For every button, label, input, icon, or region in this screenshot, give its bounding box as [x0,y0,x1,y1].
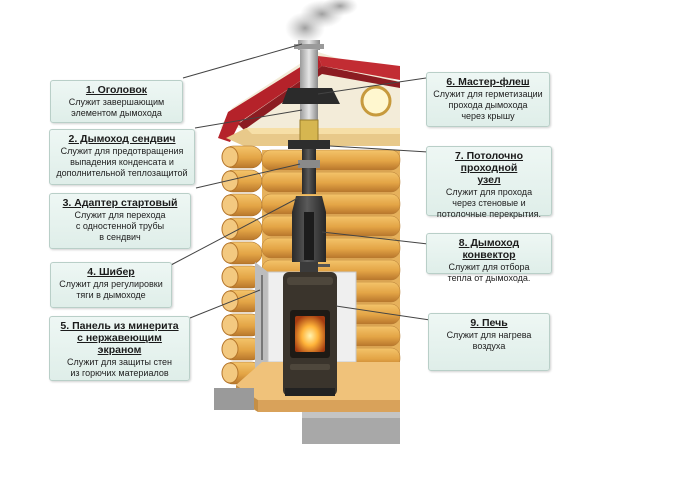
log-end [221,170,239,192]
callout-sandwich-chimney: 2. Дымоход сендвич Служит для предотвращ… [49,129,195,185]
log-end [221,194,239,216]
ceiling-pass-through [288,140,330,149]
callout-title: 4. Шибер [87,266,135,278]
callout-description: Служит для перехода с одностенной трубы … [74,210,166,242]
start-adapter [298,160,320,168]
callout-title: 2. Дымоход сендвич [68,133,176,145]
interior-log [261,193,401,215]
log-end [221,218,239,240]
callout-description: Служит для регулировки тяги в дымоходе [59,279,163,300]
log-end [221,242,239,264]
callout-title: 7. Потолочно проходной узел [454,150,524,186]
callout-convector: 8. Дымоход конвектор Служит для отбора т… [426,233,552,283]
callout-description: Служит для защиты стен из горючих матери… [66,357,173,378]
callout-chimney-cap: 1. Оголовок Служит завершающим элементом… [50,80,183,123]
callout-description: Служит завершающим элементом дымохода [68,97,165,118]
master-flash [282,88,340,104]
callout-title: 1. Оголовок [85,84,148,96]
chimney [282,40,340,396]
log-end [221,266,239,288]
callout-title: 5. Панель из минерита с нержавеющим экра… [60,320,179,356]
callout-title: 9. Печь [470,317,508,329]
callout-title: 3. Адаптер стартовый [62,197,178,209]
stove-fire-window [295,316,325,352]
callout-master-flash: 6. Мастер-флеш Служит для герметизации п… [426,72,550,127]
callout-title: 6. Мастер-флеш [446,76,530,88]
leader-lines [170,43,431,321]
callout-stove: 9. Печь Служит для нагрева воздуха [428,313,550,371]
callout-title: 8. Дымоход конвектор [458,237,520,261]
log-end [221,290,239,312]
log-end [221,314,239,336]
smoke [285,0,358,44]
interior-log [261,149,401,171]
interior-log [261,237,401,259]
callout-start-adapter: 3. Адаптер стартовый Служит для перехода… [49,193,191,249]
callout-description: Служит для отбора тепла от дымохода. [447,262,531,283]
log-end [221,338,239,360]
callout-ceiling-pass-through: 7. Потолочно проходной узел Служит для п… [426,146,552,219]
callout-description: Служит для герметизации прохода дымохода… [433,89,543,121]
callout-description: Служит для предотвращения выпадения конд… [56,146,188,178]
log-wall [221,145,263,385]
callout-description: Служит для нагрева воздуха [446,330,532,351]
interior-log [261,171,401,193]
callout-description: Служит для прохода через стеновые и пото… [436,187,542,219]
callout-damper: 4. Шибер Служит для регулировки тяги в д… [50,262,172,308]
log-end [221,362,239,384]
log-end [221,146,239,168]
callout-mineral-panel: 5. Панель из минерита с нержавеющим экра… [49,316,190,381]
